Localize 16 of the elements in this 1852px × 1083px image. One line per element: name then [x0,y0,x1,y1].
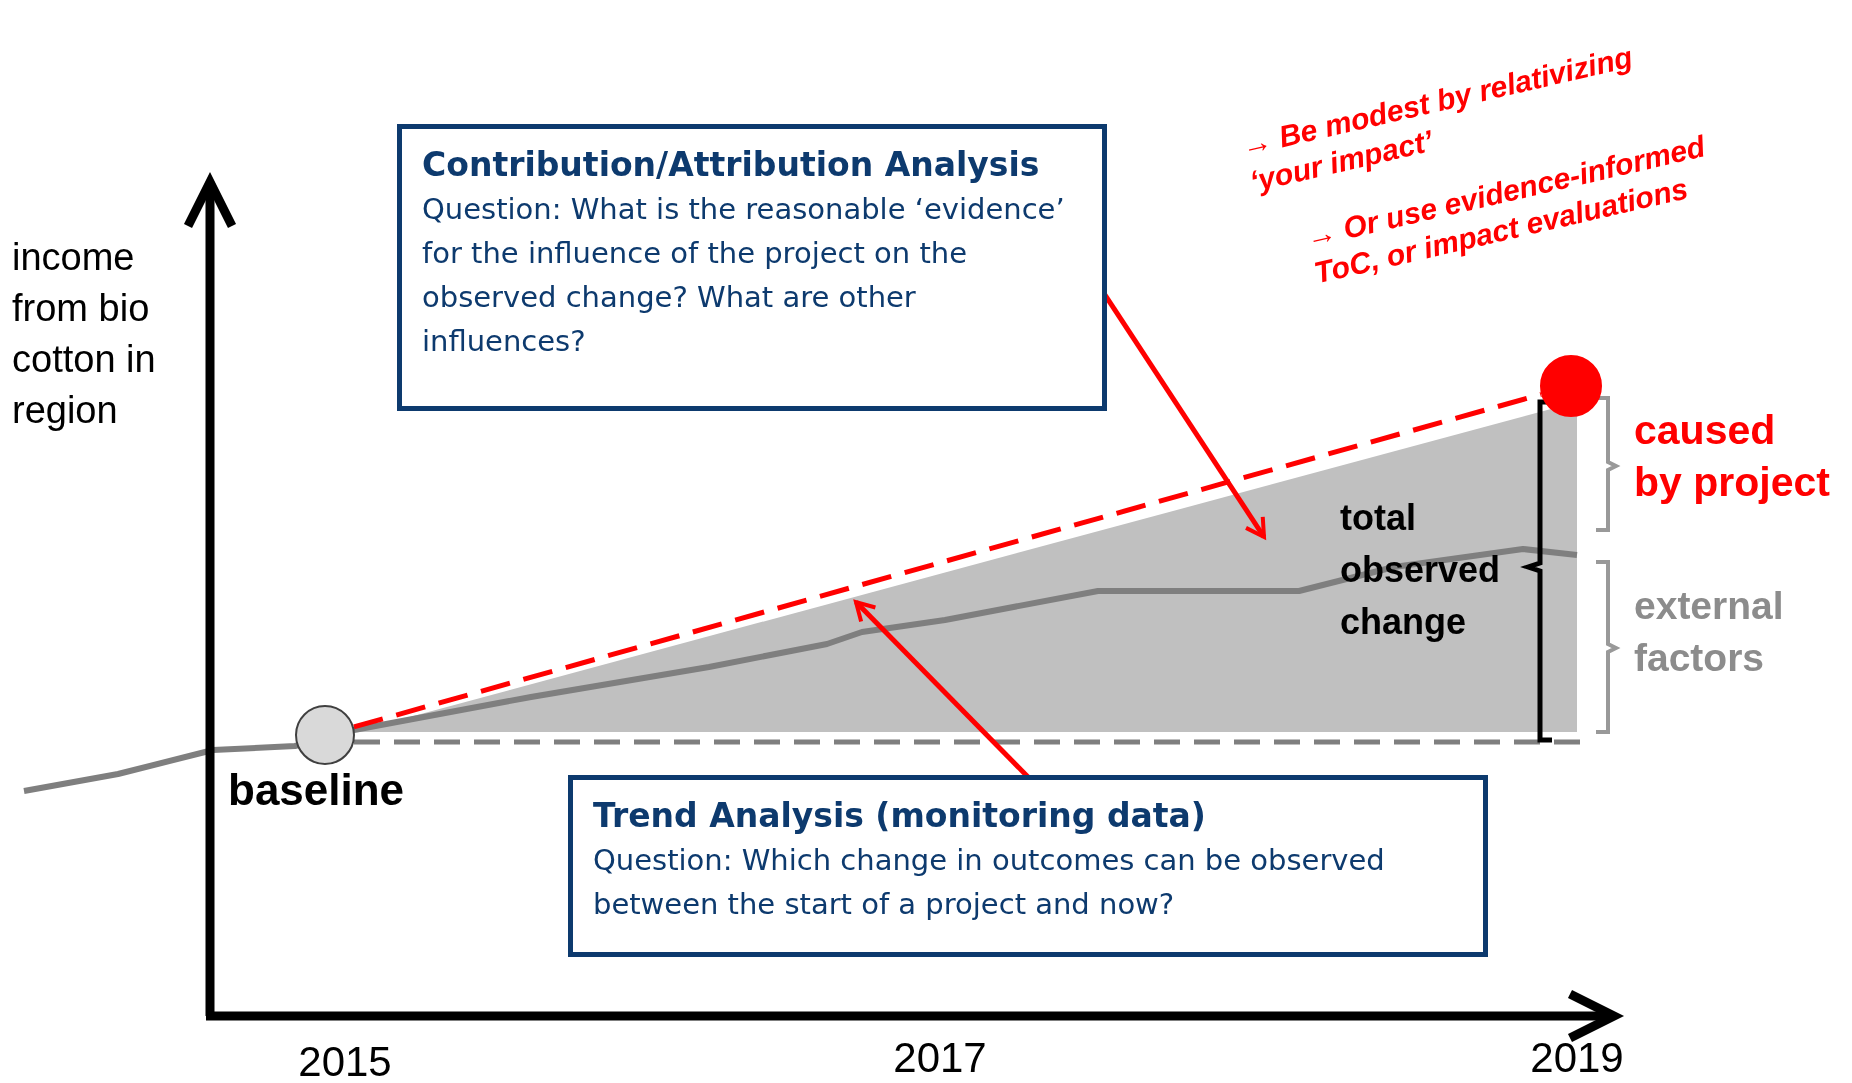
axis-title: income from bio cotton in region [12,235,157,433]
text-box [397,124,1107,411]
text-box [568,775,1488,957]
box-heading: Trend Analysis (monitoring data) [593,795,1207,837]
bracket-label: total observed change [1340,496,1502,644]
dashed-line [353,391,1542,730]
box-text: Question: Which change in outcomes can be observed between the start of a project and now? [593,842,1386,923]
point-caption: baseline [228,765,405,815]
tick-label: 2019 [1529,1033,1625,1083]
tick-label: 2015 [297,1037,393,1083]
box-heading: Contribution/Attribution Analysis [422,144,1041,186]
bracket-label: caused by project [1634,406,1831,507]
bracket-label: external factors [1634,583,1785,681]
box-text: Question: What is the reasonable ‘evidence’ for the influence of the project on the observed change? What are other influences? [422,191,1066,360]
data-point [295,705,355,765]
tick-label: 2017 [892,1033,988,1083]
